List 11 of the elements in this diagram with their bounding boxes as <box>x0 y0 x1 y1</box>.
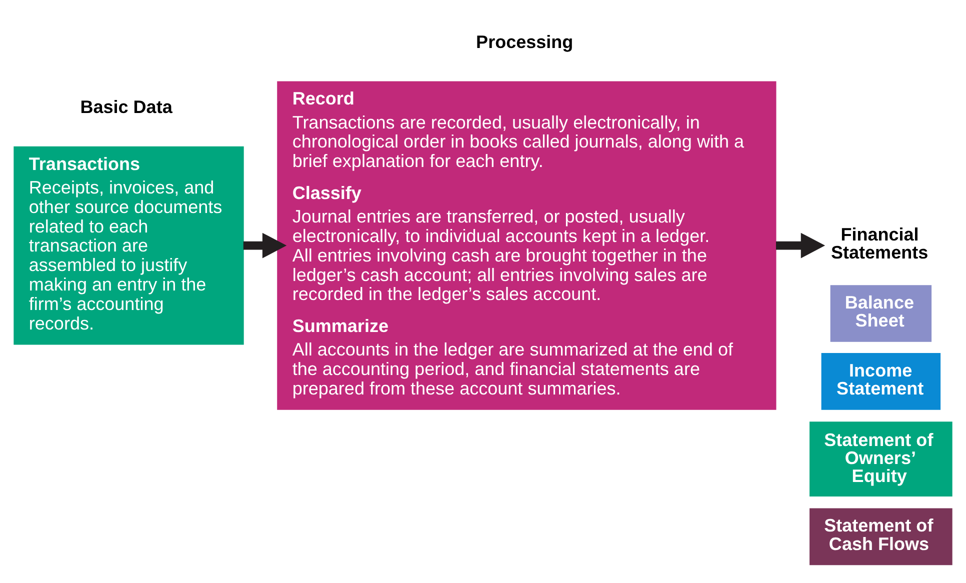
node-box: Statement of Owners’ Equity <box>810 421 952 496</box>
node-box: Record Transactions are recorded, usually electronically, in chronological order in books called journals, along with a brief explanation for each entry. Classify Journal entries are transferred, or posted, usually electronically, to individual accounts kept in a ledger. All entries involving cash are brought together in the ledger’s cash account; all entries involving sales are recorded in the ledger’s sales account. Summarize All accounts in the ledger are summarized at the end of the accounting period, and financial statements are prepared from these account summaries. <box>277 80 776 410</box>
node-text: Financial Statements <box>831 224 928 262</box>
node-box: Income Statement <box>821 352 941 410</box>
arrow <box>243 232 287 258</box>
node-box: Transactions Receipts, invoices, and other source documents related to each transaction are assembled to justify making an entry in the firm’s accounting records. <box>14 146 244 344</box>
node-box: Balance Sheet <box>830 284 932 342</box>
label: Basic Data <box>80 96 172 116</box>
arrow <box>776 232 826 258</box>
label: Processing <box>476 31 574 52</box>
node-box: Statement of Cash Flows <box>810 508 952 565</box>
